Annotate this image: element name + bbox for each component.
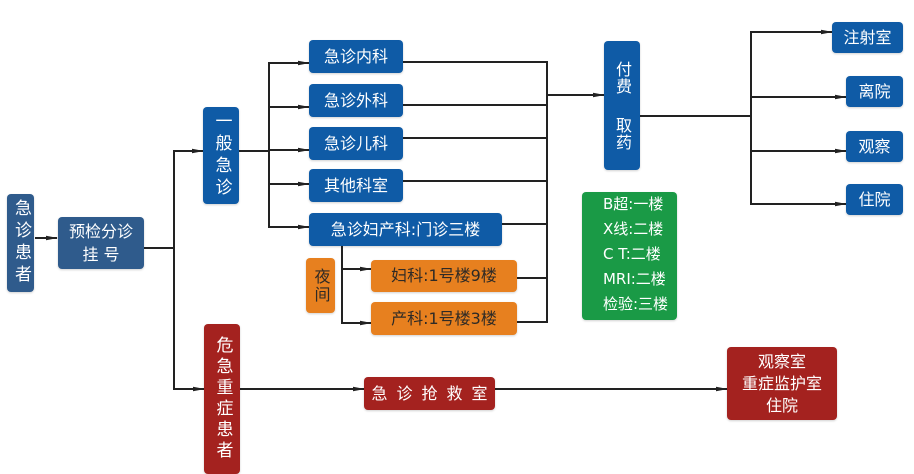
- exam-location-item: B超:一楼: [602, 195, 664, 213]
- node-label: 急诊患者: [11, 199, 31, 287]
- node-critical-outcomes: 观察室 重症监护室 住院: [727, 347, 837, 420]
- node-label: 急诊内科: [323, 46, 388, 66]
- node-label-line3: 住院: [765, 395, 798, 415]
- node-label: 注射室: [843, 27, 892, 47]
- node-gynecology-night: 妇科:1号楼9楼: [371, 260, 517, 292]
- node-label: 妇科:1号楼9楼: [391, 266, 497, 285]
- node-discharge: 离院: [846, 76, 903, 107]
- node-label: 其他科室: [323, 175, 388, 195]
- node-label-line1: 预检分诊: [68, 222, 133, 241]
- node-label: 急诊妇产科:门诊三楼: [330, 219, 481, 239]
- exam-location-item: MRI:二楼: [602, 270, 666, 288]
- exam-location-item: 检验:三楼: [602, 295, 669, 313]
- exam-location-item: C T:二楼: [602, 245, 661, 263]
- node-label-line1: 观察室: [757, 351, 806, 371]
- node-label: 产科:1号楼3楼: [391, 308, 497, 328]
- node-emergency-surgery: 急诊外科: [309, 84, 403, 117]
- exam-location-list: B超:一楼 X线:二楼 C T:二楼 MRI:二楼 检验:三楼: [603, 192, 668, 317]
- node-label: 离院: [858, 81, 891, 101]
- node-observation: 观察: [846, 131, 903, 162]
- node-label: 一般急诊: [211, 111, 232, 200]
- node-triage-registration: 预检分诊 挂 号: [58, 217, 144, 269]
- node-injection-room: 注射室: [832, 22, 903, 53]
- node-admission: 住院: [846, 184, 903, 215]
- node-emergency-patient: 急诊患者: [7, 194, 34, 292]
- node-label: 住院: [858, 189, 891, 209]
- node-other-departments: 其他科室: [309, 169, 403, 202]
- node-label-pay: 付费: [613, 60, 632, 95]
- node-label-line2: 重症监护室: [741, 373, 822, 393]
- node-label: 观察: [858, 136, 891, 156]
- node-critical-patient: 危急重症患者: [204, 324, 240, 474]
- node-label: 夜间: [311, 267, 331, 304]
- node-label: 急诊外科: [323, 90, 388, 110]
- node-label: 危急重症患者: [212, 336, 233, 462]
- node-emergency-pediatrics: 急诊儿科: [309, 127, 403, 160]
- node-exam-locations: B超:一楼 X线:二楼 C T:二楼 MRI:二楼 检验:三楼: [582, 192, 677, 320]
- connector-layer: [35, 29, 847, 392]
- node-label-line2: 挂 号: [82, 245, 120, 264]
- node-label: 急诊儿科: [323, 133, 388, 153]
- exam-location-item: X线:二楼: [602, 220, 664, 238]
- node-obstetrics-night: 产科:1号楼3楼: [371, 302, 517, 335]
- node-emergency-rescue-room: 急诊抢救室: [364, 377, 495, 410]
- node-emergency-internal-medicine: 急诊内科: [309, 40, 403, 73]
- node-night-label: 夜间: [306, 258, 335, 313]
- node-payment-pharmacy: 付费 取药: [604, 41, 640, 170]
- node-general-emergency: 一般急诊: [203, 107, 239, 204]
- node-label: 急诊抢救室: [371, 383, 497, 403]
- node-emergency-obgyn: 急诊妇产科:门诊三楼: [309, 213, 502, 246]
- node-label-pharmacy: 取药: [613, 116, 632, 151]
